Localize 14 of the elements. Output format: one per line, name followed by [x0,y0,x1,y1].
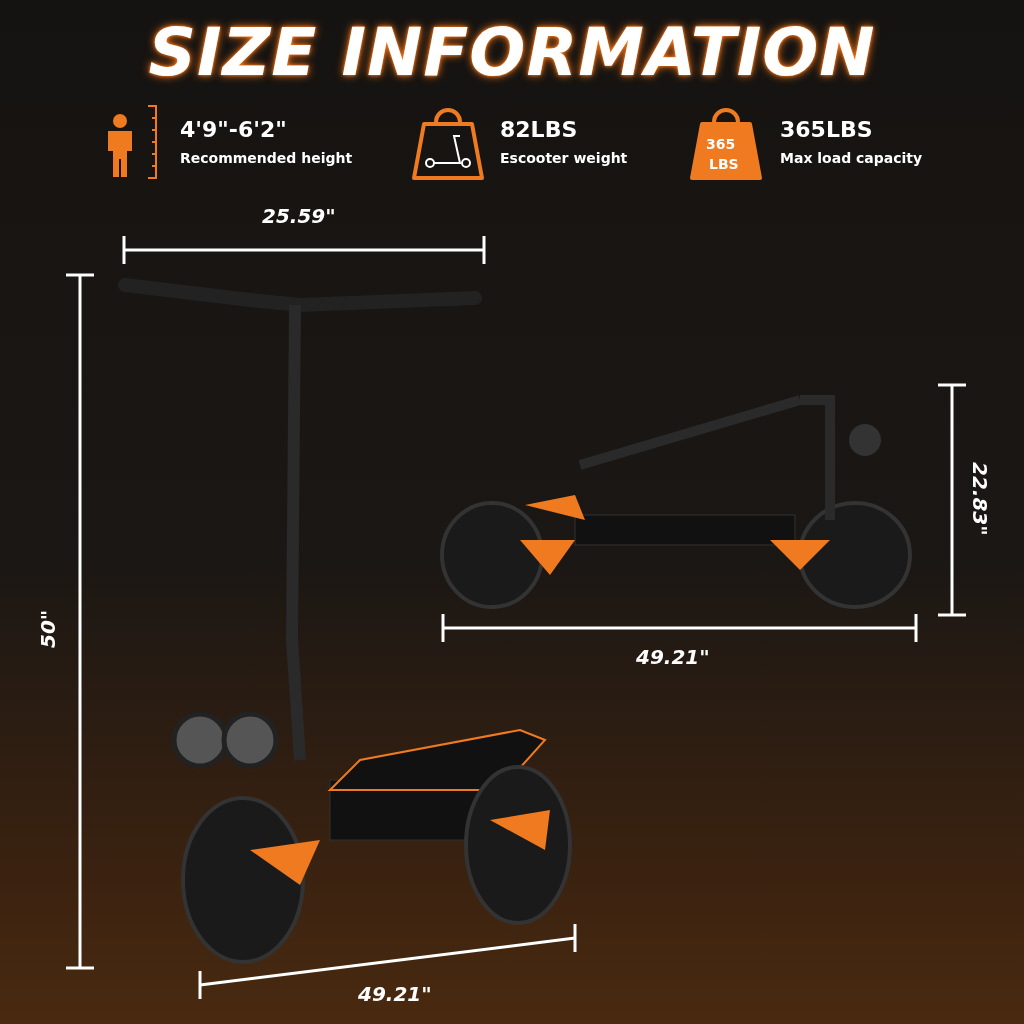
dimension-label: 49.21" [358,982,432,1006]
caption: Escooter weight [500,150,628,166]
caption: Max load capacity [780,150,923,166]
title: SIZE INFORMATION [147,14,877,91]
dimension-label: 22.83" [968,462,992,536]
load-value: 365LBS [780,117,873,142]
dimension-label: 25.59" [262,204,336,228]
height-value: 4'9"-6'2" [180,117,287,142]
caption: Recommended height [180,150,353,166]
dimension-label: 50" [36,609,60,648]
dimension-label: 49.21" [636,645,710,669]
icon-unit: LBS [709,156,739,172]
weight-value: 82LBS [500,117,578,142]
icon-number: 365 [706,136,736,152]
